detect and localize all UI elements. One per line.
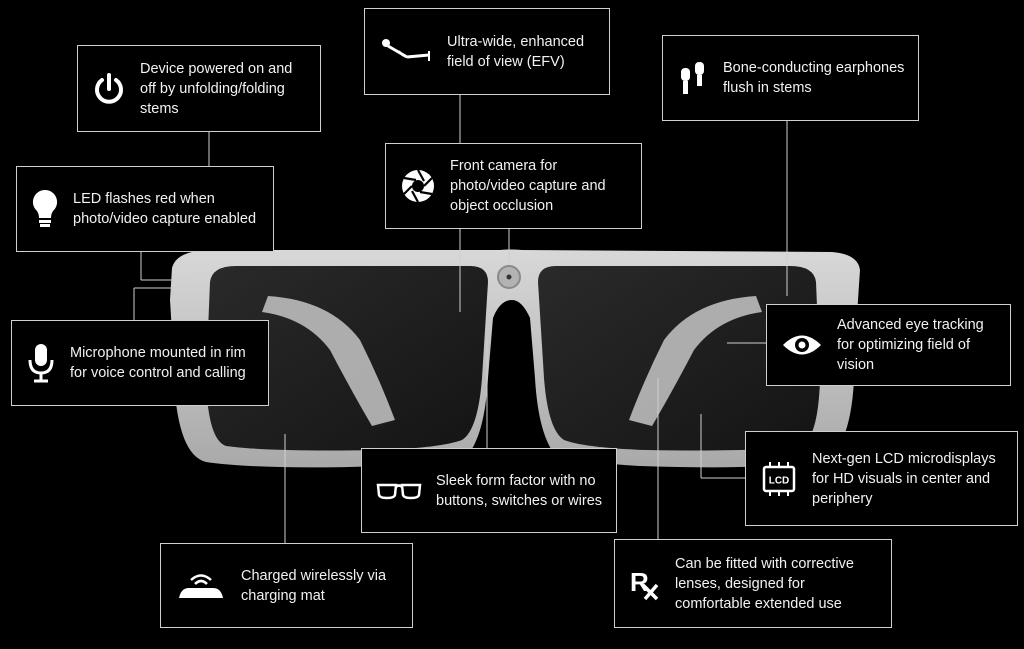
front-camera-dot — [506, 274, 512, 280]
callout-efv-text: Ultra-wide, enhanced field of view (EFV) — [447, 33, 585, 70]
callout-camera: Front camera for photo/video capture and… — [385, 143, 642, 229]
callout-earphones-text: Bone-conducting earphones flush in stems — [723, 60, 905, 96]
lcd-icon-label: LCD — [769, 475, 790, 486]
eye-icon — [781, 332, 823, 358]
callout-microphone-text: Microphone mounted in rim for voice cont… — [70, 345, 246, 381]
callout-lcd-text: Next-gen LCD microdisplays for HD visual… — [812, 450, 996, 507]
callout-wireless: Charged wirelessly via charging mat — [160, 543, 413, 628]
callout-camera-text: Front camera for photo/video capture and… — [450, 158, 606, 214]
callout-microphone: Microphone mounted in rim for voice cont… — [11, 320, 269, 406]
camera-aperture-icon — [400, 168, 436, 204]
earphones-icon — [677, 60, 709, 96]
callout-form-factor-text: Sleek form factor with no buttons, switc… — [436, 472, 603, 509]
right-temple-arm — [629, 296, 762, 426]
callout-led: LED flashes red when photo/video capture… — [16, 166, 274, 252]
callout-wireless-text: Charged wirelessly via charging mat — [241, 567, 387, 604]
light-bulb-icon — [31, 188, 59, 230]
callout-form-factor: Sleek form factor with no buttons, switc… — [361, 448, 617, 533]
power-icon — [92, 72, 126, 106]
lcd-icon: LCD — [760, 461, 798, 497]
wireless-charging-icon — [175, 571, 227, 601]
callout-corrective: R Can be fitted with corrective lenses, … — [614, 539, 892, 628]
callout-power: Device powered on and off by unfolding/f… — [77, 45, 321, 132]
field-of-view-icon — [379, 37, 433, 67]
callout-eye-tracking-text: Advanced eye tracking for optimizing fie… — [837, 317, 984, 373]
callout-led-text: LED flashes red when photo/video capture… — [73, 191, 257, 227]
prescription-rx-icon: R — [629, 567, 661, 601]
left-temple-arm — [262, 296, 395, 426]
callout-eye-tracking: Advanced eye tracking for optimizing fie… — [766, 304, 1011, 386]
microphone-icon — [26, 342, 56, 384]
callout-efv: Ultra-wide, enhanced field of view (EFV) — [364, 8, 610, 95]
callout-corrective-text: Can be fitted with corrective lenses, de… — [675, 555, 854, 612]
callout-earphones: Bone-conducting earphones flush in stems — [662, 35, 919, 121]
callout-lcd: LCD Next-gen LCD microdisplays for HD vi… — [745, 431, 1018, 526]
glasses-icon — [376, 481, 422, 501]
svg-text:R: R — [630, 567, 649, 597]
callout-power-text: Device powered on and off by unfolding/f… — [140, 60, 293, 117]
